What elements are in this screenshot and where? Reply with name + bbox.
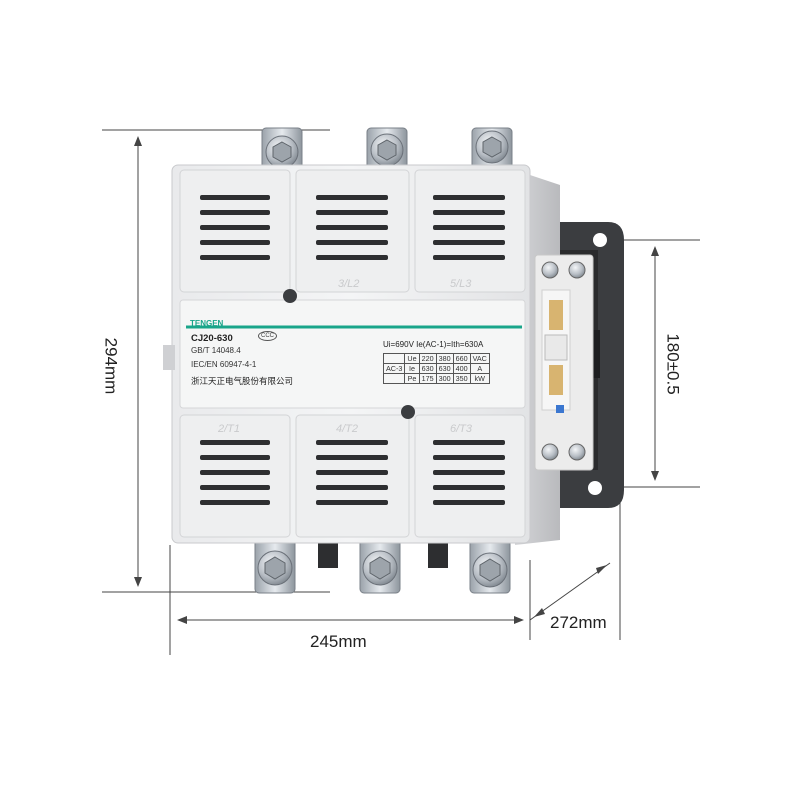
- bottom-terminals: [254, 534, 511, 594]
- table-cell: 630: [435, 363, 454, 374]
- terminal-mark-bottom-2: 4/T2: [336, 423, 358, 435]
- table-cell: VAC: [469, 353, 490, 364]
- dimension-lines: [102, 129, 700, 655]
- mount-spacing-label: 180±0.5: [663, 333, 683, 395]
- depth-dimension-label: 272mm: [550, 613, 607, 632]
- terminal-mark-top-2: 3/L2: [338, 278, 359, 290]
- table-cell: 630: [418, 363, 437, 374]
- spec-table: Ue 220 380 660 VAC AC-3 Ie 630 630 400 A…: [382, 353, 490, 384]
- terminal-mark-bottom-1: 2/T1: [217, 423, 240, 435]
- table-row: Pe 175 300 350 kW: [382, 373, 490, 384]
- auxiliary-contact-block: [534, 254, 594, 471]
- width-dimension-label: 245mm: [310, 632, 367, 651]
- table-row: AC-3 Ie 630 630 400 A: [382, 363, 490, 374]
- terminal-mark-bottom-3: 6/T3: [450, 423, 473, 435]
- dimension-arrows: [134, 136, 659, 624]
- ccc-mark: CCC: [258, 331, 277, 341]
- table-cell: A: [469, 363, 490, 374]
- vent-slots: [200, 195, 505, 505]
- table-cell: 380: [435, 353, 454, 364]
- table-cell: [382, 353, 406, 364]
- brand-logo: TENGEN: [190, 319, 224, 328]
- table-cell: kW: [469, 373, 490, 384]
- table-cell: [382, 373, 406, 384]
- table-cell: 350: [452, 373, 471, 384]
- table-cell: 660: [452, 353, 471, 364]
- manufacturer-name: 浙江天正电气股份有限公司: [191, 376, 294, 386]
- table-cell: Pe: [404, 373, 420, 384]
- table-cell: 300: [435, 373, 454, 384]
- table-cell: 220: [418, 353, 437, 364]
- height-dimension-label: 294mm: [101, 337, 121, 395]
- table-row: Ue 220 380 660 VAC: [382, 353, 490, 364]
- table-cell: 175: [418, 373, 437, 384]
- ratings-line: Ui=690V Ie(AC-1)=Ith=630A: [383, 340, 484, 349]
- table-cell: Ue: [404, 353, 420, 364]
- model-number: CJ20-630: [191, 333, 233, 344]
- table-cell: 400: [452, 363, 471, 374]
- standard-gb: GB/T 14048.4: [191, 346, 241, 355]
- standard-iec: IEC/EN 60947-4-1: [191, 360, 257, 369]
- terminal-mark-top-3: 5/L3: [450, 278, 472, 290]
- table-cell: AC-3: [382, 363, 406, 374]
- table-cell: Ie: [404, 363, 420, 374]
